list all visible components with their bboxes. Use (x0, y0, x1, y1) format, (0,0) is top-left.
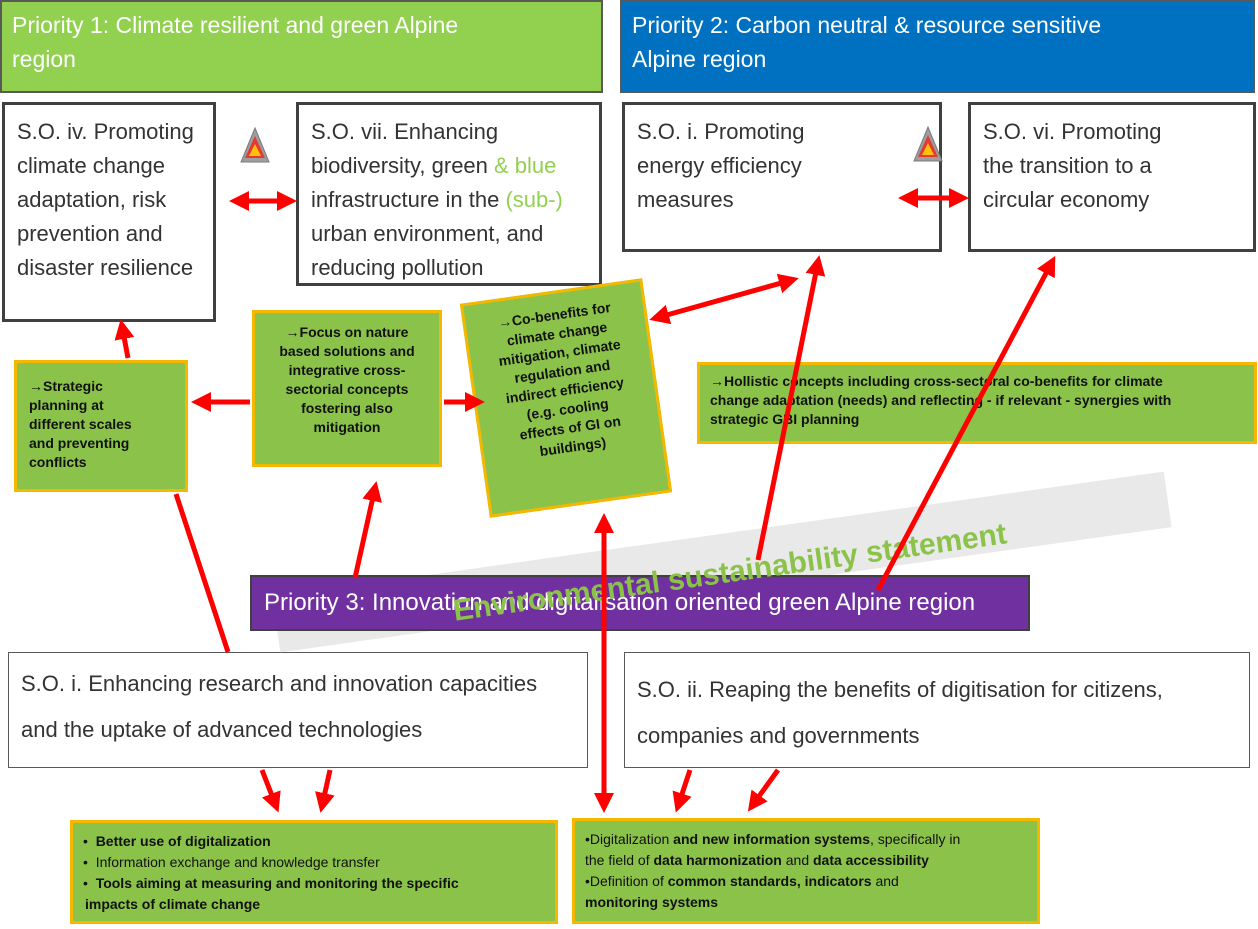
hollistic-line: →Hollistic concepts including cross-sect… (710, 373, 1163, 389)
so-vii-text: biodiversity, green (311, 153, 495, 178)
nature-based-line: based solutions and (279, 343, 415, 359)
bullets-right-box: •Digitalization and new information syst… (572, 818, 1040, 924)
so-iv-line: disaster resilience (17, 255, 194, 280)
bullet-item: •Definition of common standards, indicat… (585, 873, 899, 889)
bullet-item: • Better use of digitalization (83, 833, 271, 849)
strategic-planning-line: and preventing (29, 435, 130, 451)
arrow-digit-to-bullets-1 (672, 769, 693, 813)
bullet-text: and (781, 852, 813, 868)
so-p3-ii-line: companies and governments (637, 723, 920, 748)
priority-1-header: Priority 1: Climate resilient and green … (0, 0, 603, 93)
arrow-research-to-strategic (173, 493, 231, 653)
so-p2-vi-line: S.O. vi. Promoting (983, 119, 1162, 144)
bullet-text: common standards, indicators (667, 873, 872, 889)
bullet-item: • Information exchange and knowledge tra… (83, 854, 380, 870)
so-iv-line: S.O. iv. Promoting (17, 119, 194, 144)
so-vii-highlight: & blue (494, 153, 557, 178)
so-vii-line: biodiversity, green & blue (311, 149, 587, 183)
so-p3-i-box: S.O. i. Enhancing research and innovatio… (8, 652, 588, 768)
priority-2-header: Priority 2: Carbon neutral & resource se… (620, 0, 1255, 93)
nature-based-line: fostering also (301, 400, 393, 416)
hollistic-line: strategic GBI planning (710, 411, 860, 427)
bullets-left-box: • Better use of digitalization • Informa… (70, 820, 558, 924)
strategic-planning-line: →Strategic (29, 378, 103, 394)
bullet-item: •Digitalization and new information syst… (585, 831, 961, 847)
bullet-text: Tools aiming at measuring and monitoring… (95, 875, 459, 891)
bullet-item: • Tools aiming at measuring and monitori… (83, 875, 459, 891)
so-p2-i-line: measures (637, 187, 734, 212)
strategic-planning-line: conflicts (29, 454, 87, 470)
so-p3-ii-box: S.O. ii. Reaping the benefits of digitis… (624, 652, 1250, 768)
arrow-cobenefits-to-energy (649, 273, 799, 325)
bullet-text: and (871, 873, 899, 889)
bullet-text: data accessibility (813, 852, 929, 868)
so-vii-highlight: (sub-) (505, 187, 563, 212)
arrow-digit-to-bullets-2 (747, 768, 781, 812)
priority-2-title-line1: Priority 2: Carbon neutral & resource se… (632, 12, 1102, 38)
bullet-text: the field of (585, 852, 654, 868)
so-p3-i-line: S.O. i. Enhancing research and innovatio… (21, 671, 538, 696)
hollistic-line: change adaptation (needs) and reflecting… (710, 392, 1172, 408)
bullet-text: Information exchange and knowledge trans… (95, 854, 380, 870)
bullet-item: the field of data harmonization and data… (585, 850, 1027, 871)
so-iv-box: S.O. iv. Promoting climate change adapta… (2, 102, 216, 322)
strategic-planning-line: different scales (29, 416, 132, 432)
so-vii-line: infrastructure in the (sub-) (311, 183, 587, 217)
nature-based-solutions-box: →Focus on nature based solutions and int… (252, 310, 442, 467)
priority-2-title-line2: Alpine region (632, 46, 767, 72)
so-vii-line: reducing pollution (311, 255, 484, 280)
bullet-text: monitoring systems (585, 894, 719, 910)
arrow-research-to-bullets-1 (259, 769, 281, 813)
nature-based-line: sectorial concepts (285, 381, 409, 397)
so-p3-i-line: and the uptake of advanced technologies (21, 717, 423, 742)
bullet-text: Digitalization (589, 831, 674, 847)
hollistic-concepts-box: →Hollistic concepts including cross-sect… (697, 362, 1257, 444)
arrow-research-to-nature (352, 481, 382, 579)
co-benefits-box: →Co-benefits for climate change mitigati… (459, 278, 673, 518)
strategic-planning-box: →Strategic planning at different scales … (14, 360, 188, 492)
nature-based-line: integrative cross- (288, 362, 406, 378)
so-vii-text: infrastructure in the (311, 187, 506, 212)
bullet-item: impacts of climate change (83, 894, 545, 915)
so-vii-box: S.O. vii. Enhancing biodiversity, green … (296, 102, 602, 286)
priority-3-title: Priority 3: Innovation and digitalisatio… (264, 589, 976, 616)
bullet-item: monitoring systems (585, 892, 1027, 913)
so-p2-vi-line: circular economy (983, 187, 1150, 212)
so-p3-ii-line: S.O. ii. Reaping the benefits of digitis… (637, 677, 1163, 702)
bullet-text: and new information systems (673, 831, 870, 847)
so-iv-line: adaptation, risk (17, 187, 167, 212)
bullet-text: , specifically in (870, 831, 961, 847)
strategic-planning-line: planning at (29, 397, 104, 413)
arrow-research-to-bullets-2 (315, 769, 335, 813)
so-p2-i-box: S.O. i. Promoting energy efficiency meas… (622, 102, 942, 252)
bullet-text: Definition of (589, 873, 668, 889)
arrow-strategic-to-so-iv (114, 319, 135, 359)
priority-1-title-line2: region (12, 46, 76, 72)
bullet-text: impacts of climate change (85, 896, 261, 912)
so-vii-line: S.O. vii. Enhancing (311, 119, 499, 144)
so-p2-i-line: S.O. i. Promoting (637, 119, 805, 144)
so-p2-vi-box: S.O. vi. Promoting the transition to a c… (968, 102, 1256, 252)
bullet-text: Better use of digitalization (95, 833, 271, 849)
warning-triangle-icon (240, 126, 270, 163)
so-iv-line: prevention and (17, 221, 163, 246)
so-iv-line: climate change (17, 153, 165, 178)
so-p2-vi-line: the transition to a (983, 153, 1152, 178)
bullet-text: data harmonization (653, 852, 782, 868)
so-vii-line: urban environment, and (311, 221, 544, 246)
nature-based-line: →Focus on nature (285, 324, 409, 340)
nature-based-line: mitigation (313, 419, 381, 435)
priority-1-title-line1: Priority 1: Climate resilient and green … (12, 12, 459, 38)
so-p2-i-line: energy efficiency (637, 153, 802, 178)
